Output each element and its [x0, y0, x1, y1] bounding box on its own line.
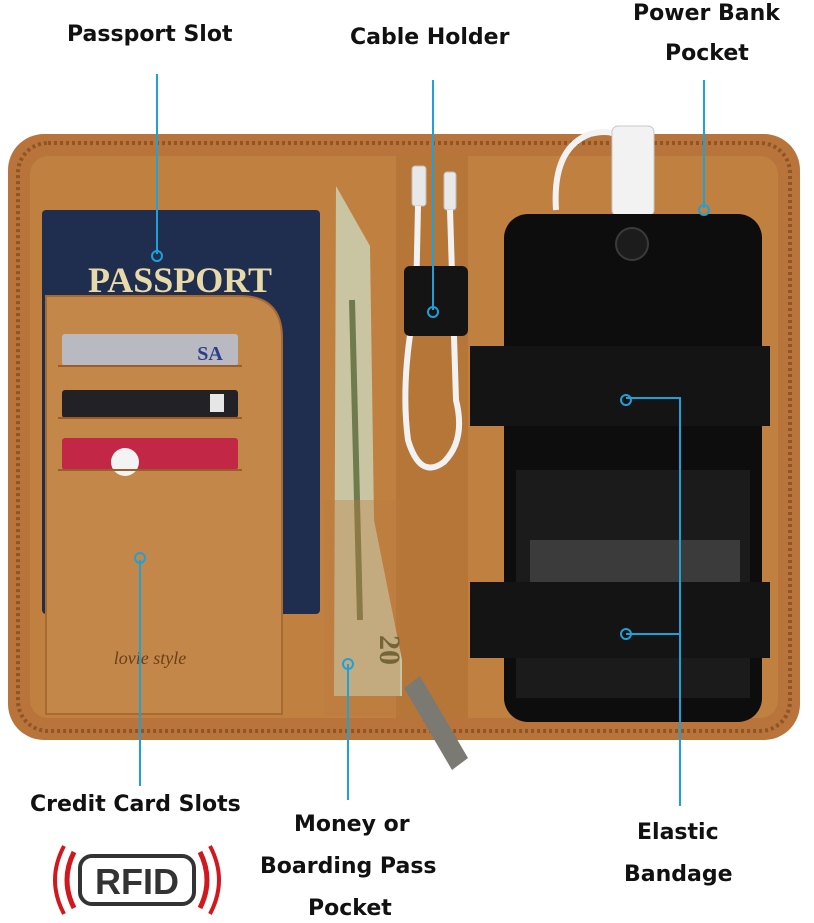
banknote-detail: [349, 299, 363, 621]
rfid-box: [78, 854, 196, 906]
zipper-pull: [404, 676, 468, 770]
elastic-band-top: [470, 346, 770, 426]
label-money-line3: Pocket: [308, 896, 392, 921]
dot-credit: [134, 552, 146, 564]
label-cable-holder: Cable Holder: [350, 25, 510, 50]
cable-connector-left: [411, 165, 427, 207]
money-pocket: [324, 500, 400, 716]
passport-title: PASSPORT: [88, 260, 272, 300]
credit-card-1: [62, 334, 238, 366]
cable-connector-right: [443, 171, 457, 211]
rfid-logo: RFID: [53, 845, 221, 915]
dot-money: [342, 658, 354, 670]
card-3-logo: [111, 448, 139, 476]
zipper-track: [16, 141, 792, 733]
credit-card-1-text: SA: [197, 343, 223, 365]
credit-card-3: [62, 438, 238, 470]
label-power-bank-line1: Power Bank: [633, 1, 780, 26]
dot-elastic-bottom: [620, 628, 632, 640]
rfid-wave-right-2: [208, 845, 221, 915]
dot-power-bank: [698, 204, 710, 216]
credit-card-2: [62, 390, 238, 418]
cable-loop: [402, 205, 463, 471]
rfid-wave-left-2: [53, 845, 66, 915]
dot-passport: [151, 250, 163, 262]
rfid-wave-left-1: [64, 850, 77, 910]
label-money-line1: Money or: [294, 812, 410, 837]
banknote-value: 20: [373, 635, 406, 665]
label-power-bank-line2: Pocket: [665, 41, 749, 66]
dot-elastic-top: [620, 394, 632, 406]
phone-home-button: [615, 227, 649, 261]
rfid-text: RFID: [95, 861, 179, 902]
power-bank-plug: [611, 125, 655, 217]
label-money-line2: Boarding Pass: [260, 854, 437, 879]
label-credit-card-slots: Credit Card Slots: [30, 792, 241, 817]
card-2-stripe: [210, 394, 224, 412]
elastic-band-bottom: [470, 582, 770, 658]
label-elastic-line1: Elastic: [637, 820, 719, 845]
rfid-wave-right-1: [197, 850, 210, 910]
pointer-elastic: [626, 397, 681, 806]
label-elastic-line2: Bandage: [624, 862, 733, 887]
cable-holder-strap: [404, 266, 468, 336]
label-passport-slot: Passport Slot: [67, 22, 233, 47]
brand-logo: lovie style: [114, 648, 186, 668]
dot-cable: [427, 306, 439, 318]
